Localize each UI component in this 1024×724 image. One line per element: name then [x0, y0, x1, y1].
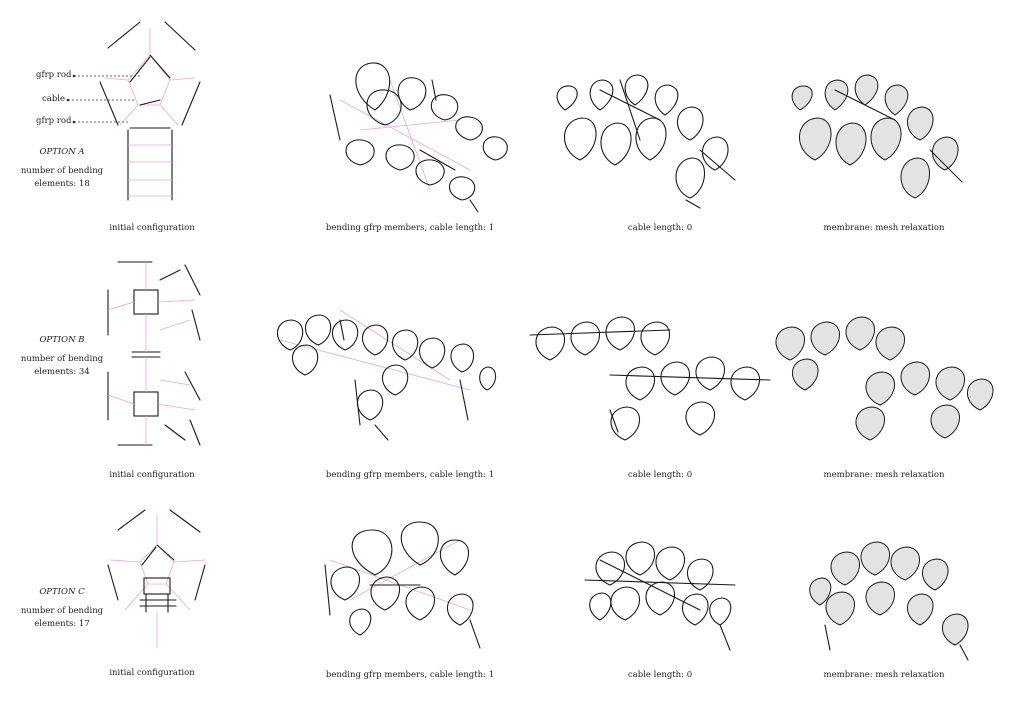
option-b-label: OPTION B number of bending elements: 34 [7, 334, 117, 379]
legend-gfrp-rod-top: gfrp rod [36, 70, 72, 80]
caption-b-4: membrane: mesh relaxation [823, 470, 945, 480]
option-c-initial-configuration [107, 509, 206, 648]
option-b-name: OPTION B [39, 335, 85, 345]
option-a-elements: number of bending elements: 18 [20, 166, 104, 189]
option-c-label: OPTION C number of bending elements: 17 [7, 586, 117, 631]
option-b-initial-configuration [107, 261, 201, 446]
caption-b-1: initial configuration [109, 470, 195, 480]
option-a-bending-members [329, 62, 508, 213]
option-c-cable-length-0 [584, 541, 736, 651]
option-a-label: OPTION A number of bending elements: 18 [7, 146, 117, 191]
option-c-bending-members [324, 521, 481, 649]
option-b-cable-length-0 [529, 316, 771, 441]
option-a-name: OPTION A [39, 147, 85, 157]
option-a-cable-length-0 [556, 74, 736, 209]
option-a-initial-configuration [66, 21, 201, 201]
option-c-name: OPTION C [39, 587, 85, 597]
legend-cable: cable [42, 94, 66, 104]
caption-a-4: membrane: mesh relaxation [823, 223, 945, 233]
option-c-elements: number of bending elements: 17 [20, 606, 104, 629]
caption-b-2: bending gfrp members, cable length: 1 [325, 470, 495, 480]
caption-c-1: initial configuration [109, 668, 195, 678]
caption-a-1: initial configuration [109, 223, 195, 233]
caption-a-3: cable length: 0 [627, 223, 693, 233]
caption-c-3: cable length: 0 [627, 670, 693, 680]
caption-c-4: membrane: mesh relaxation [823, 670, 945, 680]
option-b-bending-members [276, 309, 497, 441]
caption-a-2: bending gfrp members, cable length: 1 [325, 223, 495, 233]
option-a-membrane [791, 74, 963, 199]
caption-b-3: cable length: 0 [627, 470, 693, 480]
legend-gfrp-rod-bottom: gfrp rod [36, 116, 72, 126]
caption-c-2: bending gfrp members, cable length: 1 [325, 670, 495, 680]
option-c-membrane [809, 541, 969, 661]
option-b-elements: number of bending elements: 34 [20, 354, 104, 377]
option-b-membrane [775, 316, 994, 441]
